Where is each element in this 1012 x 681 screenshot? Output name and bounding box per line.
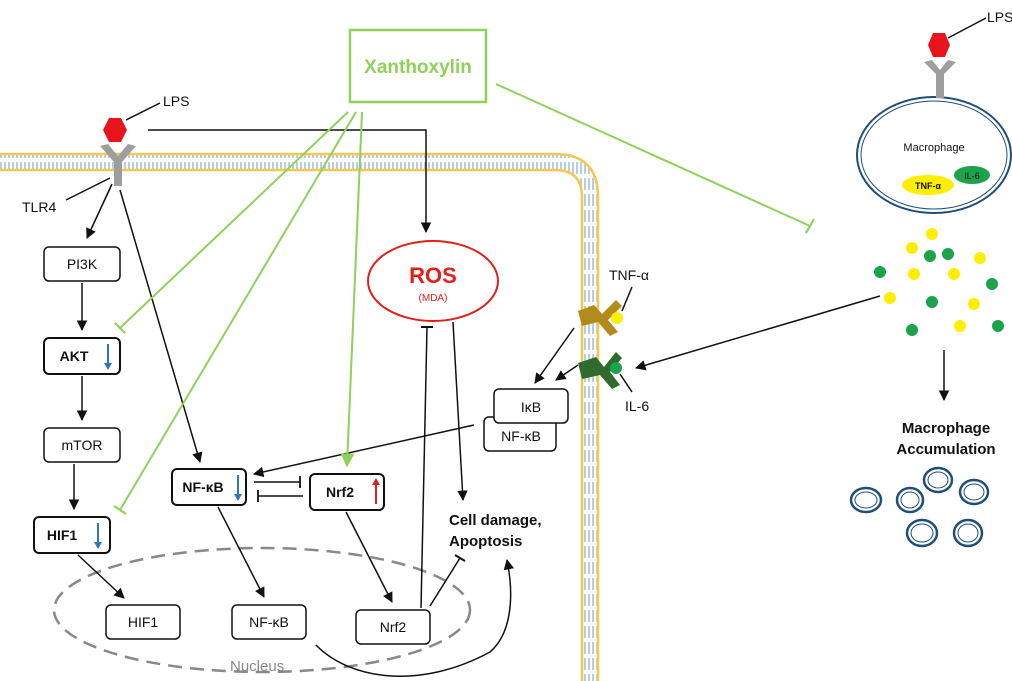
ikb-label: IκB: [521, 399, 541, 415]
pi3k-label: PI3K: [67, 256, 98, 272]
lps-hexagon-icon: [928, 33, 950, 57]
nrf2-nuc-label: Nrf2: [380, 619, 407, 635]
lps-hexagon-icon: [103, 118, 127, 142]
il6-small-label: IL-6: [964, 171, 980, 181]
accumulated-macrophages: [851, 468, 988, 546]
apoptosis-label: Apoptosis: [449, 533, 522, 550]
tlr4-receptor-icon: [924, 60, 956, 98]
nfkb-cyto-label: NF-κB: [182, 479, 223, 495]
xanthoxylin-label: Xanthoxylin: [364, 57, 472, 78]
nrf2-cyto-label: Nrf2: [326, 484, 354, 500]
ros-label: ROS: [409, 263, 457, 288]
macrophage-label: Macrophage: [903, 142, 964, 154]
hif1-cyto-label: HIF1: [47, 527, 78, 543]
nucleus-label: Nucleus: [230, 658, 284, 675]
tnf-alpha-label: TNF-α: [609, 267, 649, 283]
tlr4-label: TLR4: [22, 199, 56, 215]
macrophage-cell-icon: [857, 97, 1011, 213]
inhibition-lines: [421, 327, 465, 608]
il6-label: IL-6: [625, 398, 649, 414]
akt-label: AKT: [60, 348, 89, 364]
lps-left-label: LPS: [163, 93, 189, 109]
mda-label: (MDA): [419, 293, 448, 304]
lps-right-label: LPS: [987, 9, 1012, 25]
accumulation-line1: Macrophage: [902, 420, 990, 437]
accumulation-line2: Accumulation: [896, 441, 995, 458]
cytokine-dots: [874, 228, 1004, 336]
mtor-label: mTOR: [62, 437, 103, 453]
nfkb-complex-label: NF-κB: [501, 428, 541, 444]
hif1-nuc-label: HIF1: [128, 614, 159, 630]
tnf-small-label: TNF-α: [915, 181, 941, 191]
cell-damage-label: Cell damage,: [449, 512, 542, 529]
nfkb-nuc-label: NF-κB: [249, 614, 289, 630]
